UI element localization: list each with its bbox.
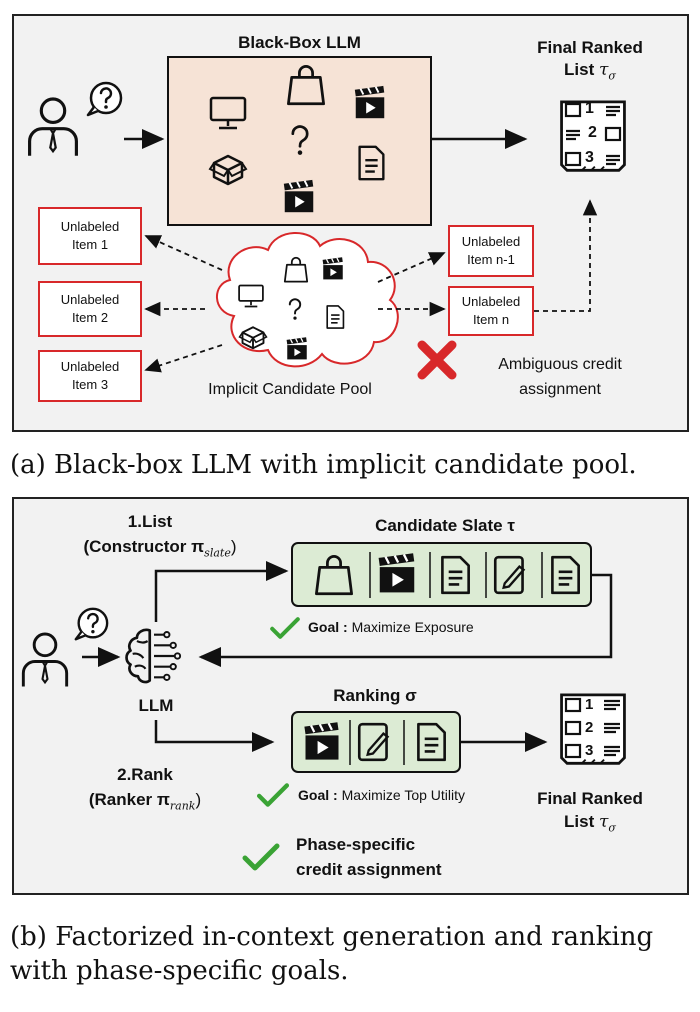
phase-label-2: credit assignment xyxy=(296,860,442,879)
caption-a: (a) Black-box LLM with implicit candidat… xyxy=(10,450,637,480)
pool-label: Implicit Candidate Pool xyxy=(208,381,372,398)
llm-title: Black-Box LLM xyxy=(238,33,361,52)
list-arrow xyxy=(154,561,289,622)
brain-icon xyxy=(125,628,182,684)
ambiguous-label: Ambiguous credit xyxy=(498,356,622,373)
check-icon xyxy=(245,846,277,868)
list-row-3: 3 xyxy=(585,149,594,166)
ranking-title: Ranking σ xyxy=(333,686,417,705)
goal-2: Goal : Maximize Top Utility xyxy=(298,787,465,803)
list-step-label: 1.List xyxy=(127,512,173,531)
rank-arrow xyxy=(154,720,275,752)
clapperboard-icon xyxy=(377,552,416,594)
final-ranked-list-label: List τσ xyxy=(564,60,616,83)
user-icon xyxy=(21,632,69,689)
llm-label: LLM xyxy=(138,696,174,715)
list-row-3: 3 xyxy=(585,742,594,759)
constructor-label: (Constructor πslate) xyxy=(83,537,237,560)
ranker-label: (Ranker πrank) xyxy=(88,790,202,813)
list-row-1: 1 xyxy=(585,100,594,117)
check-icon xyxy=(272,619,298,637)
phase-label-1: Phase-specific xyxy=(296,835,416,854)
check-icon xyxy=(259,785,287,804)
caption-b-line2: with phase-specific goals. xyxy=(10,956,349,986)
list-checkbox-icons xyxy=(564,102,622,167)
clapperboard-icon xyxy=(303,721,340,761)
caption-b: (b) Factorized in-context generation and… xyxy=(10,922,654,952)
ambiguous-label: assignment xyxy=(519,381,601,398)
final-ranked-list-label: List τσ xyxy=(564,812,616,835)
dashed-arrows xyxy=(144,199,598,373)
list-row-2: 2 xyxy=(585,719,594,736)
final-ranked-title: Final Ranked xyxy=(537,38,643,57)
question-bubble-icon xyxy=(74,607,109,641)
final-ranked-title: Final Ranked xyxy=(537,789,643,808)
list-row-1: 1 xyxy=(585,696,594,713)
slate-title: Candidate Slate τ xyxy=(375,516,515,535)
list-row-2: 2 xyxy=(588,124,597,141)
slate-return-arrow xyxy=(198,573,613,667)
goal-1: Goal : Maximize Exposure xyxy=(308,619,474,635)
rank-step-label: 2.Rank xyxy=(117,765,173,784)
cross-icon xyxy=(417,340,457,380)
list-checkbox-icons xyxy=(564,697,620,759)
